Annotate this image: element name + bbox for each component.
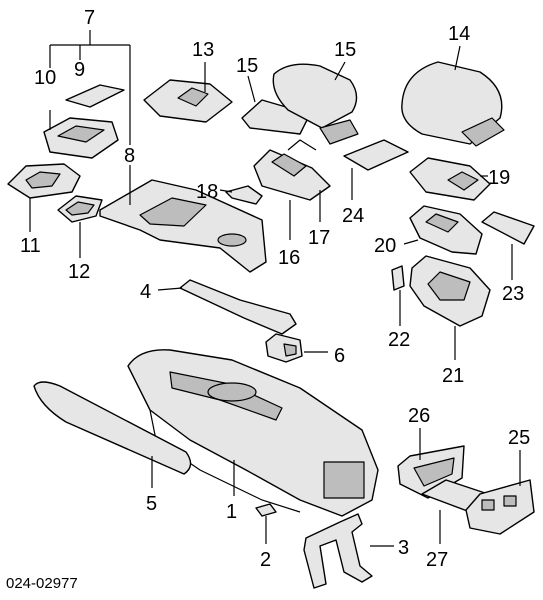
part-15b-shape bbox=[272, 61, 359, 145]
callout-24: 24 bbox=[342, 205, 364, 227]
part-21-shape bbox=[409, 255, 491, 360]
callout-17: 17 bbox=[308, 227, 330, 249]
callout-9: 9 bbox=[74, 59, 85, 81]
group-7-bracket bbox=[49, 30, 131, 145]
part-9-shape bbox=[65, 84, 125, 108]
callout-15b: 15 bbox=[334, 39, 356, 61]
part-5-shape bbox=[33, 381, 192, 488]
callout-6: 6 bbox=[334, 345, 345, 367]
callout-13: 13 bbox=[192, 39, 214, 61]
callout-8: 8 bbox=[124, 145, 135, 167]
callout-25: 25 bbox=[508, 427, 530, 449]
part-20-shape bbox=[403, 205, 483, 255]
part-15a-shape bbox=[241, 75, 311, 135]
callout-1: 1 bbox=[226, 501, 237, 523]
callout-5: 5 bbox=[146, 493, 157, 515]
part-8-shape bbox=[99, 165, 267, 273]
callout-23: 23 bbox=[502, 283, 524, 305]
diagram-code: 024-02977 bbox=[6, 575, 78, 592]
part-1-shape bbox=[127, 349, 379, 517]
callout-22: 22 bbox=[388, 329, 410, 351]
callout-4: 4 bbox=[140, 281, 151, 303]
part-16-17-shape bbox=[253, 139, 331, 240]
part-6-shape bbox=[265, 333, 328, 363]
part-13-shape bbox=[143, 62, 233, 123]
part-25-shape bbox=[465, 450, 535, 535]
callout-3: 3 bbox=[398, 537, 409, 559]
callout-19: 19 bbox=[488, 167, 510, 189]
part-12-shape bbox=[57, 195, 103, 258]
callout-12: 12 bbox=[68, 261, 90, 283]
callout-27: 27 bbox=[426, 549, 448, 571]
part-14-shape bbox=[401, 45, 505, 147]
callout-14: 14 bbox=[448, 23, 470, 45]
callout-18: 18 bbox=[196, 181, 218, 203]
part-23-shape bbox=[481, 211, 535, 280]
callout-16: 16 bbox=[278, 247, 300, 269]
callout-7: 7 bbox=[84, 7, 95, 29]
callout-10: 10 bbox=[34, 67, 56, 89]
part-4-shape bbox=[157, 279, 297, 335]
part-11-shape bbox=[7, 163, 81, 232]
part-24-shape bbox=[343, 139, 409, 200]
part-3-shape bbox=[303, 513, 394, 589]
callout-15a: 15 bbox=[236, 55, 258, 77]
callout-2: 2 bbox=[260, 549, 271, 571]
part-10-shape bbox=[43, 110, 119, 159]
part-19-shape bbox=[409, 157, 491, 201]
callout-26: 26 bbox=[408, 405, 430, 427]
part-18-shape bbox=[225, 185, 263, 205]
callout-21: 21 bbox=[442, 365, 464, 387]
part-2-shape bbox=[255, 503, 277, 544]
callout-20: 20 bbox=[374, 235, 396, 257]
callout-11: 11 bbox=[20, 235, 41, 257]
part-22-shape bbox=[391, 265, 405, 326]
